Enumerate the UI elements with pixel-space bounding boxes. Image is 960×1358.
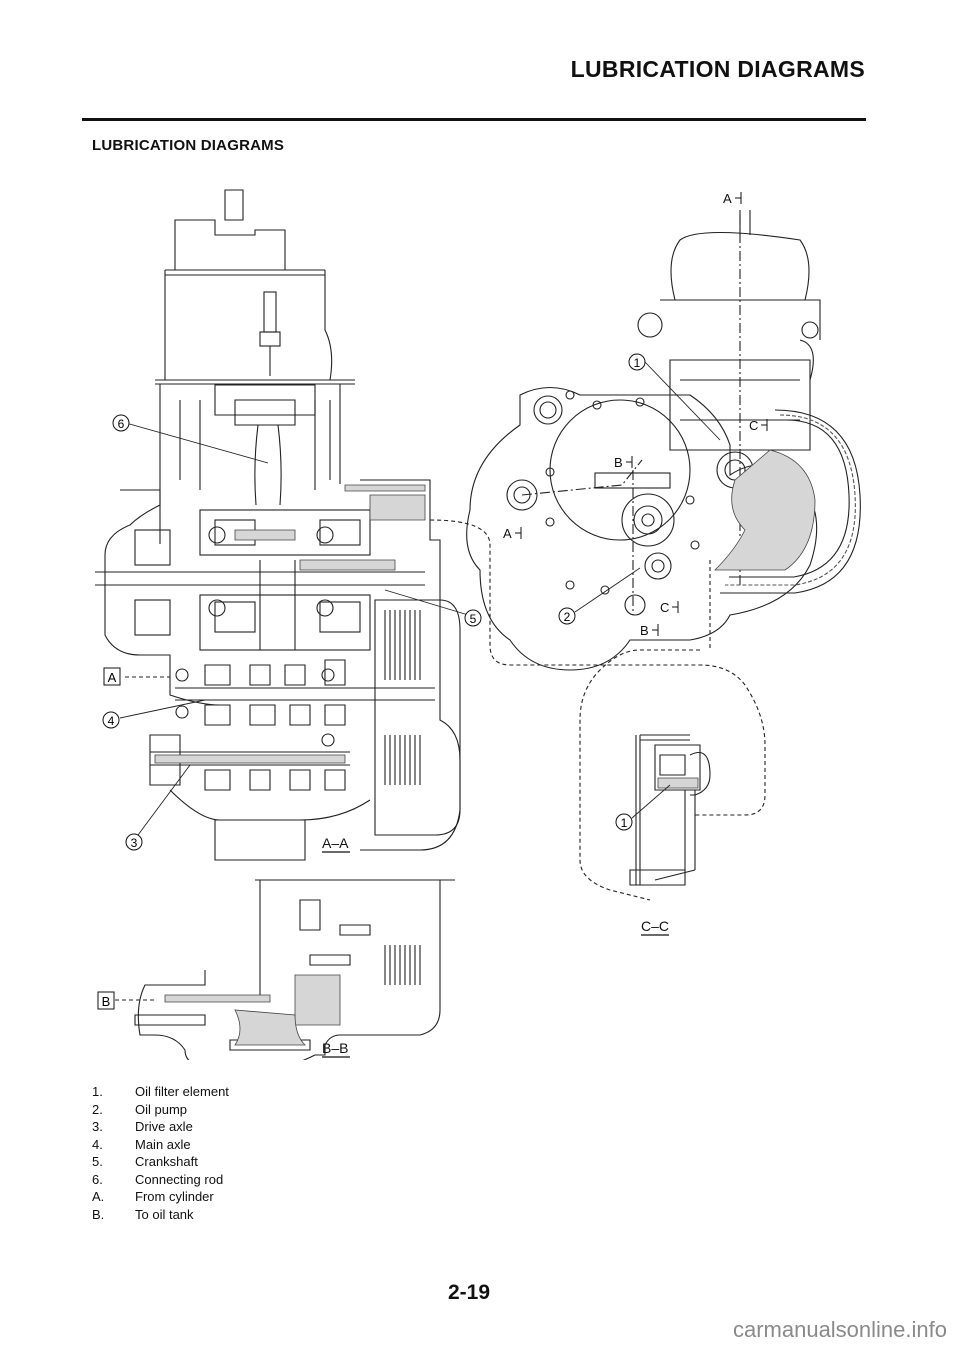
- section-view-titles: A–A B–B C–C: [322, 835, 669, 1058]
- section-mark-b-upper: B: [614, 455, 623, 470]
- section-title: LUBRICATION DIAGRAMS: [92, 137, 285, 154]
- legend-label: From cylinder: [135, 1189, 214, 1204]
- lubrication-diagram: 6 5 4 3 1 2 1 A B: [95, 189, 861, 1060]
- callouts: 6 5 4 3 1 2 1: [102, 353, 646, 851]
- legend-label: Connecting rod: [135, 1171, 224, 1187]
- svg-text:4: 4: [108, 714, 115, 728]
- callout-5: 5: [464, 609, 482, 627]
- legend-key: 5.: [92, 1154, 103, 1169]
- oil-passages-bb: [164, 974, 341, 1046]
- callout-2-side: 2: [558, 607, 576, 625]
- svg-text:1: 1: [621, 816, 628, 830]
- callout-1-side: 1: [628, 353, 646, 371]
- svg-text:2: 2: [564, 610, 571, 624]
- oil-hose: [720, 409, 861, 594]
- section-title-aa: A–A: [322, 835, 349, 851]
- legend-item: A. From cylinder: [92, 1188, 229, 1206]
- legend-label: Main axle: [135, 1136, 191, 1152]
- legend-item: B. To oil tank: [92, 1206, 229, 1224]
- svg-text:A: A: [108, 670, 117, 685]
- section-title-bb: B–B: [322, 1040, 348, 1056]
- legend-item: 3. Drive axle: [92, 1118, 229, 1136]
- section-mark-c-upper: C: [749, 418, 758, 433]
- svg-text:1: 1: [634, 356, 641, 370]
- legend-item: 6. Connecting rod: [92, 1171, 229, 1189]
- flow-connectors: [115, 519, 766, 1001]
- legend-key: A.: [92, 1189, 105, 1204]
- section-title-cc: C–C: [641, 918, 669, 934]
- legend-label: Drive axle: [135, 1119, 193, 1134]
- legend-key: 4.: [92, 1136, 103, 1152]
- legend-item: 2. Oil pump: [92, 1101, 229, 1119]
- boxed-label-a: A: [103, 667, 121, 686]
- legend-key: B.: [92, 1206, 105, 1222]
- oil-passages-aa: [154, 484, 426, 764]
- legend-item: 1. Oil filter element: [92, 1083, 229, 1101]
- side-view-drawing: [466, 210, 821, 671]
- svg-text:3: 3: [131, 836, 138, 850]
- legend: 1. Oil filter element 2. Oil pump 3. Dri…: [92, 1083, 229, 1223]
- section-mark-a-top: A: [723, 191, 732, 206]
- legend-label: To oil tank: [135, 1206, 194, 1222]
- oil-passages-side: [714, 449, 816, 571]
- header-rule: [82, 118, 866, 121]
- section-marks: A A B B C C: [503, 191, 768, 638]
- callout-6: 6: [112, 414, 130, 432]
- callout-3: 3: [125, 833, 143, 851]
- legend-label: Oil filter element: [135, 1084, 229, 1099]
- svg-text:B: B: [102, 994, 111, 1009]
- section-mark-a-left: A: [503, 526, 512, 541]
- svg-text:5: 5: [470, 612, 477, 626]
- callout-1-cc: 1: [615, 813, 633, 831]
- svg-text:6: 6: [118, 417, 125, 431]
- page-number: 2-19: [448, 1281, 491, 1304]
- callout-4: 4: [102, 711, 120, 729]
- legend-key: 1.: [92, 1084, 103, 1099]
- legend-item: 5. Crankshaft: [92, 1153, 229, 1171]
- oil-passages-cc: [657, 777, 699, 789]
- legend-label: Crankshaft: [135, 1154, 198, 1169]
- header-title: LUBRICATION DIAGRAMS: [570, 56, 865, 82]
- boxed-label-b: B: [97, 991, 115, 1010]
- section-cc-drawing: [629, 734, 711, 886]
- section-mark-b-lower: B: [640, 623, 649, 638]
- watermark: carmanualsonline.info: [732, 1317, 947, 1342]
- legend-key: 2.: [92, 1101, 103, 1117]
- legend-label: Oil pump: [135, 1101, 188, 1117]
- legend-key: 3.: [92, 1119, 103, 1134]
- legend-item: 4. Main axle: [92, 1136, 229, 1154]
- section-mark-c-lower: C: [660, 600, 669, 615]
- leader-lines: [119, 361, 721, 836]
- legend-key: 6.: [92, 1171, 103, 1187]
